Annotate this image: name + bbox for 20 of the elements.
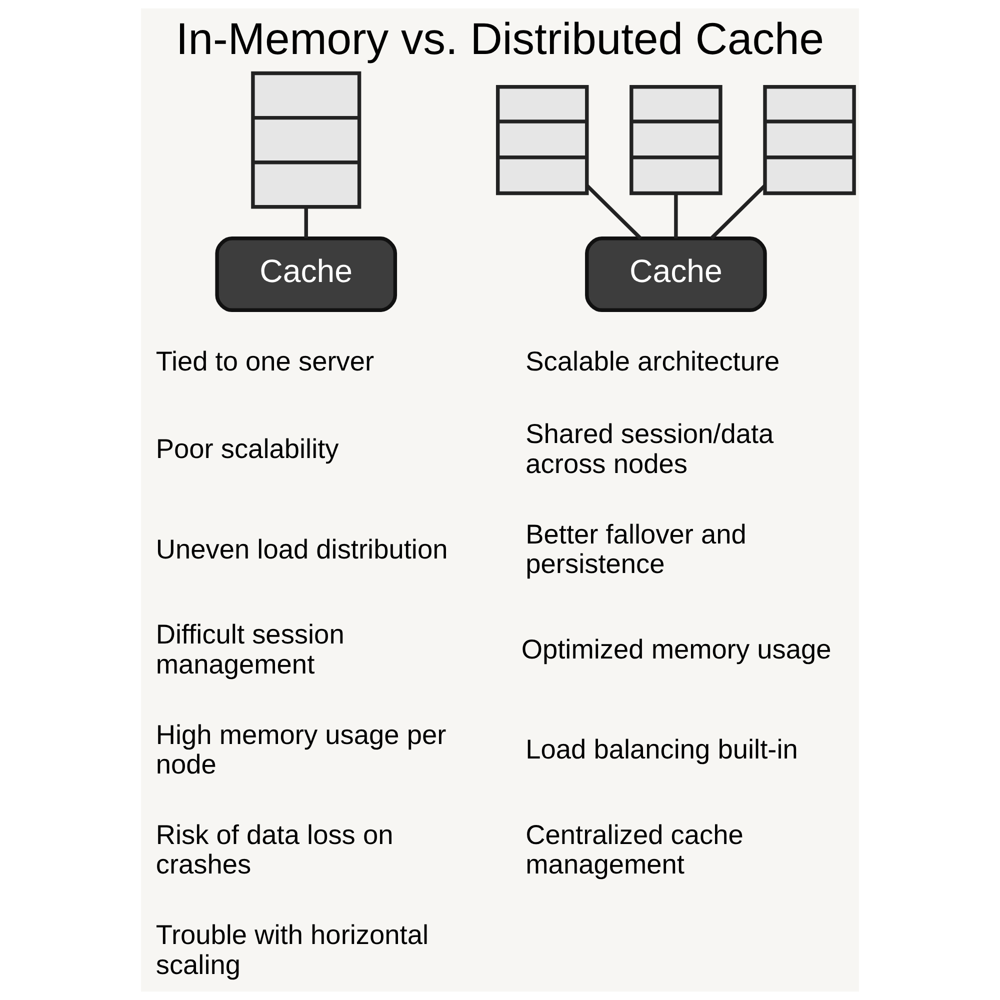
label: Shared session/data across nodes <box>526 418 774 479</box>
label: High memory usage per node <box>156 718 446 780</box>
diagram-title: In-Memory vs. Distributed Cache <box>176 14 824 64</box>
label: Poor scalability <box>156 433 339 464</box>
label: Difficult session management <box>156 618 344 680</box>
label: Load balancing built-in <box>526 734 798 765</box>
label: Scalable architecture <box>526 345 780 376</box>
label: Better fallover and persistence <box>526 518 746 580</box>
connector <box>304 207 308 238</box>
label: Trouble with horizontal scaling <box>156 919 429 980</box>
connector <box>586 184 642 240</box>
connector <box>710 184 766 240</box>
label: Risk of data loss on crashes <box>156 818 394 880</box>
label: Tied to one server <box>156 345 374 376</box>
label: Uneven load distribution <box>156 533 448 564</box>
label: Optimized memory usage <box>521 633 832 664</box>
label: Centralized cache management <box>526 818 744 880</box>
node-box: Cache <box>215 236 398 312</box>
node-box: Cache <box>585 236 767 312</box>
connector <box>674 193 678 238</box>
